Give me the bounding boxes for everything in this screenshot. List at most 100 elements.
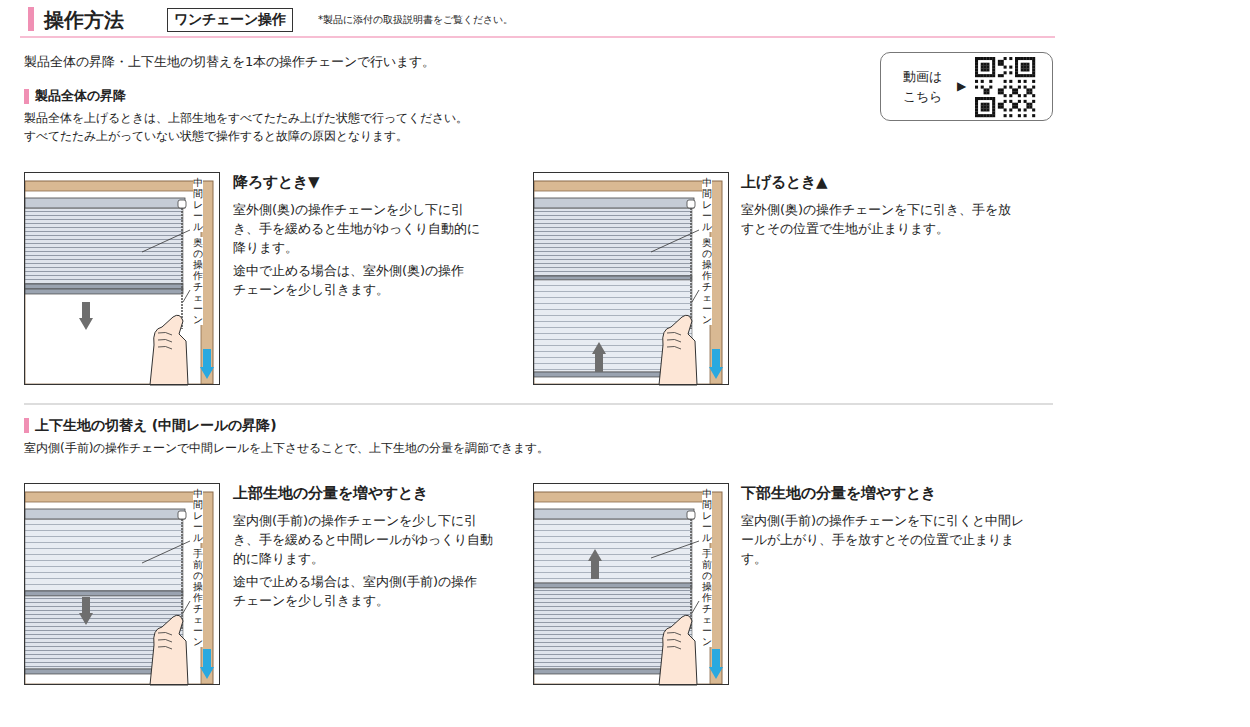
qr-cell	[975, 86, 978, 89]
qr-cell	[984, 108, 987, 111]
operating-chain	[181, 208, 183, 329]
qr-cell	[981, 106, 984, 109]
finger-line	[667, 332, 681, 335]
qr-cell	[975, 68, 978, 71]
qr-cell	[998, 60, 1001, 63]
qr-cell	[1001, 63, 1004, 66]
qr-cell	[975, 111, 978, 114]
qr-cell	[1024, 86, 1027, 89]
qr-cell	[975, 74, 978, 77]
hand	[150, 315, 188, 385]
direction-arrow	[709, 649, 723, 679]
chain-label: 奥の操作チェーン	[702, 237, 712, 325]
video-link-box: 動画は こちら▶	[880, 52, 1053, 121]
qr-cell	[1032, 63, 1035, 66]
note: *製品に添付の取扱説明書をご覧ください。	[318, 13, 513, 27]
caution-text: すべてたたみ上がっていない状態で操作すると故障の原因となります。	[24, 128, 408, 144]
illustration-frame: 中間レール奥の操作チェーン	[24, 172, 220, 385]
qr-cell	[1032, 71, 1035, 74]
qr-cell	[975, 97, 978, 100]
qr-cell	[1012, 88, 1015, 91]
qr-cell	[1009, 86, 1012, 89]
qr-cell	[1024, 80, 1027, 83]
qr-cell	[992, 60, 995, 63]
caution-text: 製品全体を上げるときは、上部生地をすべてたたみ上げた状態で行ってください。	[24, 110, 468, 126]
qr-cell	[1015, 88, 1018, 91]
qr-cell	[1021, 74, 1024, 77]
leader-line	[651, 541, 699, 558]
finger-line	[667, 632, 681, 635]
qr-cell	[1004, 66, 1007, 69]
qr-cell	[981, 63, 984, 66]
qr-cell	[984, 74, 987, 77]
qr-cell	[975, 100, 978, 103]
qr-cell	[984, 106, 987, 109]
qr-cell	[1032, 86, 1035, 89]
qr-cell	[1026, 57, 1029, 60]
qr-cell	[1021, 66, 1024, 69]
qr-cell	[1024, 66, 1027, 69]
chain-label: 手前の操作チェーン	[193, 548, 203, 647]
qr-cell	[1009, 66, 1012, 69]
qr-cell	[1018, 108, 1021, 111]
section-marker	[24, 418, 29, 433]
qr-cell	[992, 111, 995, 114]
qr-cell	[1018, 86, 1021, 89]
qr-cell	[986, 88, 989, 91]
qr-cell	[1009, 71, 1012, 74]
chain-pulley	[687, 200, 695, 208]
qr-cell	[975, 66, 978, 69]
finger-line	[158, 339, 172, 342]
qr-cell	[992, 74, 995, 77]
finger-line	[667, 346, 681, 349]
qr-cell	[986, 74, 989, 77]
qr-cell	[1026, 91, 1029, 94]
qr-cell	[998, 88, 1001, 91]
qr-cell	[1032, 60, 1035, 63]
finger-line	[158, 632, 172, 635]
qr-cell	[975, 114, 978, 117]
direction-arrow	[200, 649, 214, 679]
qr-code	[975, 57, 1035, 117]
step-text: 室内側(手前)の操作チェーンを下に引くと中間レールが上がり、手を放すとその位置で…	[741, 511, 1031, 568]
qr-cell	[1009, 108, 1012, 111]
qr-cell	[1029, 74, 1032, 77]
qr-cell	[986, 103, 989, 106]
section-heading: 上下生地の切替え (中間レールの昇降)	[35, 416, 277, 435]
direction-arrow	[592, 342, 606, 372]
qr-cell	[998, 91, 1001, 94]
qr-cell	[1021, 57, 1024, 60]
qr-cell	[984, 57, 987, 60]
qr-cell	[1001, 106, 1004, 109]
window-opening	[534, 502, 710, 684]
window-opening	[25, 191, 201, 384]
qr-cell	[986, 66, 989, 69]
qr-cell	[981, 97, 984, 100]
blind-illustration	[25, 492, 214, 685]
qr-cell	[986, 106, 989, 109]
qr-cell	[1026, 63, 1029, 66]
qr-cell	[1032, 66, 1035, 69]
qr-cell	[1009, 57, 1012, 60]
qr-cell	[975, 63, 978, 66]
chain-label: 奥の操作チェーン	[193, 237, 203, 325]
pleated-fabric	[25, 208, 183, 284]
qr-cell	[1024, 57, 1027, 60]
intro-text: 室内側(手前)の操作チェーンで中間レールを上下させることで、上下生地の分量を調節…	[24, 440, 549, 456]
play-symbol: ▶	[957, 76, 966, 96]
direction-arrow	[588, 549, 602, 579]
step-text: 途中で止める場合は、室外側(奥)の操作チェーンを少し引きます。	[233, 261, 473, 299]
qr-cell	[975, 57, 978, 60]
qr-cell	[1026, 103, 1029, 106]
direction-arrow	[79, 302, 93, 330]
qr-cell	[1024, 68, 1027, 71]
qr-cell	[981, 57, 984, 60]
direction-arrow	[79, 597, 93, 625]
step-text: 室外側(奥)の操作チェーンを下に引き、手を放すとその位置で生地が止まります。	[741, 200, 1021, 238]
qr-cell	[1024, 114, 1027, 117]
qr-cell	[978, 97, 981, 100]
leader-line	[651, 230, 699, 252]
figures	[25, 181, 723, 685]
qr-cell	[1024, 74, 1027, 77]
qr-cell	[992, 97, 995, 100]
